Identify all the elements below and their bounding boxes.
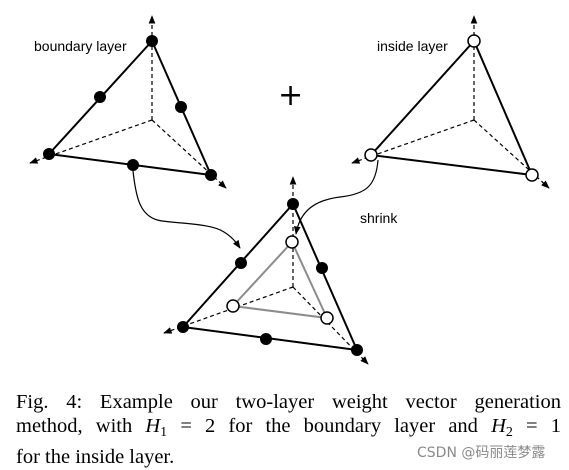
combined-boundary-points: [177, 198, 363, 356]
boundary-point: [146, 35, 158, 47]
boundary-point: [316, 262, 328, 274]
combined-simplex: [163, 176, 369, 365]
boundary-point: [260, 333, 272, 345]
shrink-label: shrink: [360, 210, 398, 226]
caption-text: method, with: [16, 415, 146, 437]
caption-line-1: Fig. 4: Example our two-layer weight vec…: [16, 391, 561, 413]
boundary-point: [175, 101, 187, 113]
caption-line-3: for the inside layer.: [16, 446, 175, 468]
figure-diagram: boundary layer + inside layer shrink: [29, 15, 550, 365]
caption-line-2: method, with H1 = 2 for the boundary lay…: [16, 414, 561, 445]
inside-points: [364, 34, 539, 182]
inside-point: [285, 235, 299, 249]
caption-text: = 1: [512, 415, 562, 437]
h2-subscript: 2: [505, 425, 513, 440]
boundary-layer-simplex: boundary layer: [29, 15, 227, 189]
boundary-point: [43, 148, 55, 160]
boundary-point: [177, 321, 189, 333]
inside-point: [320, 311, 334, 325]
boundary-point: [205, 169, 217, 181]
inside-point: [467, 34, 481, 48]
boundary-point: [351, 344, 363, 356]
plus-sign: +: [278, 78, 303, 113]
inside-triangle: [368, 39, 534, 177]
h1-subscript: 1: [160, 425, 168, 440]
figure-caption: Fig. 4: Example our two-layer weight vec…: [16, 390, 561, 469]
inside-point: [226, 299, 240, 313]
boundary-layer-label: boundary layer: [34, 38, 127, 54]
boundary-point: [127, 159, 139, 171]
inside-point: [525, 168, 539, 182]
inside-point: [364, 148, 378, 162]
inside-layer-simplex: inside layer: [351, 15, 550, 189]
combined-inner-triangle: [230, 240, 329, 320]
boundary-points: [43, 35, 217, 181]
boundary-point: [235, 257, 247, 269]
connector-arrow-boundary: [132, 170, 241, 249]
boundary-point: [94, 91, 106, 103]
inside-layer-label: inside layer: [377, 38, 448, 54]
h2-variable: H: [491, 415, 506, 437]
boundary-point: [287, 198, 299, 210]
combined-inside-points: [226, 235, 334, 325]
h1-variable: H: [145, 415, 161, 437]
caption-text: = 2 for the boundary layer and: [167, 415, 492, 437]
watermark: CSDN @码丽莲梦露: [417, 445, 546, 461]
connector-arrow-inside: [293, 159, 379, 235]
